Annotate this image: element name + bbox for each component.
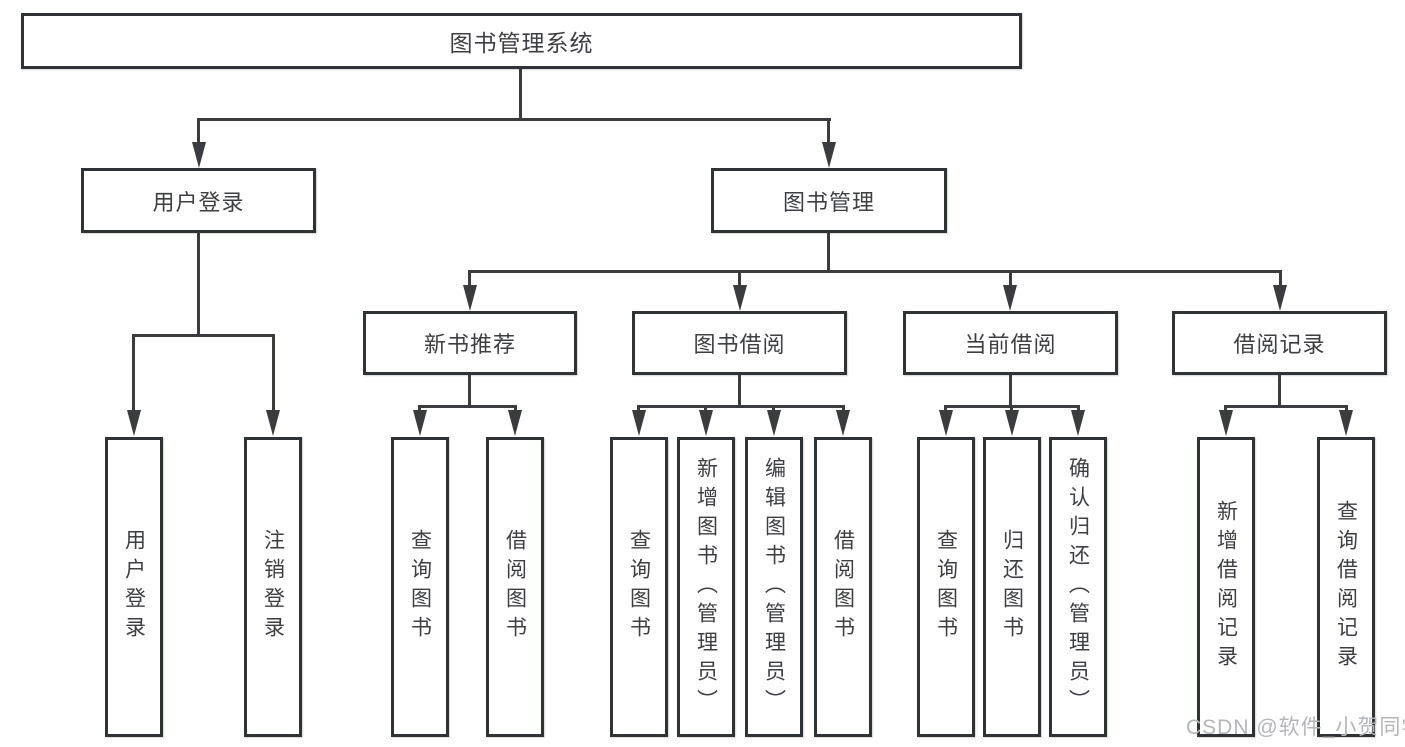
connector-line [944,405,1080,408]
connector-line [468,270,1282,273]
node-book-borrowing: 图书借阅 [632,311,847,375]
node-new-book-recommendation: 新书推荐 [363,311,577,375]
connector-line [827,233,830,273]
node-user-login-branch: 用户登录 [81,168,316,233]
csdn-watermark: CSDN @软件_小贺同学 [1186,716,1405,739]
node-borrowing-records: 借阅记录 [1172,311,1387,375]
leaf-query-books-current: 查询图书 [917,437,975,737]
connector-line [418,405,517,408]
leaf-borrow-books-recommend: 借阅图书 [486,437,544,737]
connector-line [738,272,741,288]
arrow-down-icon [632,410,646,436]
arrow-down-icon [192,142,206,168]
arrow-down-icon [699,410,713,436]
leaf-logout: 注销登录 [244,437,302,737]
arrow-down-icon [1005,410,1019,436]
connector-line [519,69,522,121]
connector-line [1224,405,1348,408]
arrow-down-icon [1339,410,1353,436]
arrow-down-icon [508,410,522,436]
connector-line [197,118,831,121]
connector-line [272,336,275,412]
arrow-down-icon [822,142,836,168]
leaf-borrow-books: 借阅图书 [814,437,872,737]
leaf-add-borrow-record: 新增借阅记录 [1197,437,1255,737]
node-book-management-branch: 图书管理 [711,168,947,233]
connector-line [197,232,200,336]
leaf-return-books: 归还图书 [983,437,1041,737]
connector-line [1009,272,1012,288]
connector-line [132,334,275,337]
arrow-down-icon [463,285,477,311]
leaf-query-books-recommend: 查询图书 [391,437,449,737]
leaf-add-books-admin: 新增图书（管理员） [677,437,735,737]
arrow-down-icon [1219,410,1233,436]
connector-line [132,336,135,412]
arrow-down-icon [127,410,141,436]
connector-line [1278,375,1281,408]
arrow-down-icon [767,410,781,436]
node-root-library-system: 图书管理系统 [21,13,1022,69]
arrow-down-icon [939,410,953,436]
arrow-down-icon [1003,285,1017,311]
connector-line [468,375,471,408]
arrow-down-icon [1273,285,1287,311]
connector-line [637,405,845,408]
leaf-query-borrow-record: 查询借阅记录 [1317,437,1375,737]
leaf-confirm-return-admin: 确认归还（管理员） [1049,437,1107,737]
arrow-down-icon [1071,410,1085,436]
node-current-borrowing: 当前借阅 [903,311,1118,375]
leaf-edit-books-admin: 编辑图书（管理员） [745,437,803,737]
connector-line [1279,272,1282,288]
connector-line [1009,375,1012,408]
leaf-query-books-borrowing: 查询图书 [610,437,668,737]
connector-line [468,272,471,288]
leaf-user-login: 用户登录 [105,437,163,737]
connector-line [827,120,830,146]
arrow-down-icon [413,410,427,436]
connector-line [738,375,741,408]
connector-line [197,120,200,146]
arrow-down-icon [836,410,850,436]
arrow-down-icon [733,285,747,311]
arrow-down-icon [266,410,280,436]
